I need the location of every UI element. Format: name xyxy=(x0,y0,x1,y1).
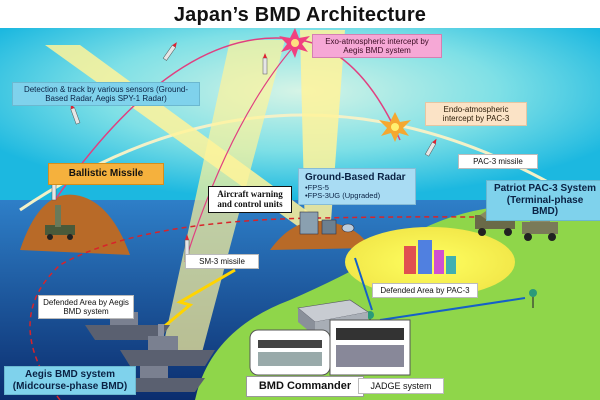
link-radar-jadge xyxy=(354,257,373,311)
explosion-icon xyxy=(279,28,310,58)
link-jadge-antenna xyxy=(379,297,526,321)
label-ballistic-missile: Ballistic Missile xyxy=(48,163,164,185)
link-lightning xyxy=(159,268,236,332)
label-aegis-system: Aegis BMD system (Midcourse-phase BMD) xyxy=(4,366,136,395)
trajectory-sm3 xyxy=(184,44,296,263)
missile-icon xyxy=(424,138,437,157)
launch-island xyxy=(20,194,130,255)
label-exo-intercept: Exo-atmospheric intercept by Aegis BMD s… xyxy=(312,34,442,59)
label-sm3-missile: SM-3 missile xyxy=(185,254,259,270)
label-pac3-missile: PAC-3 missile xyxy=(458,154,538,170)
label-defended-area-pac3: Defended Area by PAC-3 xyxy=(372,283,478,299)
label-bmd-commander: BMD Commander xyxy=(246,376,364,397)
radar-item: •FPS-3UG (Upgraded) xyxy=(305,191,381,201)
trajectory-ballistic xyxy=(54,37,401,201)
antenna-icon xyxy=(529,289,537,308)
page-title: Japan’s BMD Architecture xyxy=(173,4,427,26)
radar-icon xyxy=(299,211,355,235)
missile-icon xyxy=(162,42,177,61)
label-ground-based-radar: Ground-Based Radar •FPS-5 •FPS-3UG (Upgr… xyxy=(298,168,416,205)
ship-icon xyxy=(120,324,215,366)
building-icon xyxy=(404,240,456,274)
label-endo-intercept: Endo-atmospheric intercept by PAC-3 xyxy=(425,102,527,127)
label-detection: Detection & track by various sensors (Gr… xyxy=(12,82,200,107)
control-room-icon xyxy=(249,319,411,376)
ship-icon xyxy=(115,366,205,392)
label-jadge-system: JADGE system xyxy=(358,378,444,395)
launcher-icon xyxy=(45,205,75,240)
label-defended-area-aegis: Defended Area by Aegis BMD system xyxy=(38,295,134,320)
radar-item: •FPS-5 xyxy=(305,182,329,192)
label-aircraft-units: Aircraft warning and control units xyxy=(208,186,292,213)
label-patriot-system: Patriot PAC-3 System (Terminal-phase BMD… xyxy=(486,180,600,221)
missile-icon xyxy=(262,53,268,75)
radar-title: Ground-Based Radar xyxy=(305,172,406,183)
explosion-icon xyxy=(379,112,411,142)
